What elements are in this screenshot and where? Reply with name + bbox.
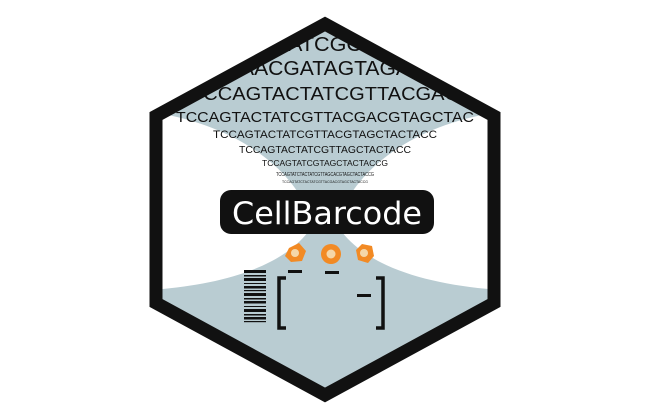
sequence-line-8: TCCAGTATCTACTATCGTTAGCACGTAGCTACTACCG	[276, 172, 374, 178]
cell-icon	[356, 244, 374, 263]
cell-icon	[285, 243, 306, 262]
hex-border	[149, 16, 501, 403]
sequence-line-4: TCCAGTACTATCGTTACGACGTAGCTAC	[176, 109, 474, 126]
title-pill	[220, 190, 434, 234]
cell-icons	[285, 243, 374, 264]
logo-title: CellBarcode	[232, 196, 422, 232]
cell-icon	[321, 244, 341, 264]
sequence-line-9: TCCAGTATCTACTATCGTTACGACGTAGCTACTACCG	[282, 179, 368, 184]
bracket-icon	[277, 276, 385, 330]
sequence-line-5: TCCAGTACTATCGTTACGTAGCTACTACC	[213, 129, 437, 141]
sequence-line-2: AACGATAGTAGA	[240, 58, 411, 80]
sequence-line-6: TCCAGTACTATCGTTAGCTACTACC	[239, 145, 411, 156]
sequence-line-3: TCCAGTACTATCGTTACGAC	[191, 84, 459, 104]
barcode-dashes	[288, 270, 371, 297]
sequence-line-7: TCCAGTATCGTAGCTACTACCG	[262, 159, 388, 168]
dna-sequence-funnel: ATCGC AACGATAGTAGA TCCAGTACTATCGTTACGAC …	[176, 34, 474, 184]
barcode-icon	[244, 270, 266, 323]
title-badge: CellBarcode	[220, 190, 434, 234]
